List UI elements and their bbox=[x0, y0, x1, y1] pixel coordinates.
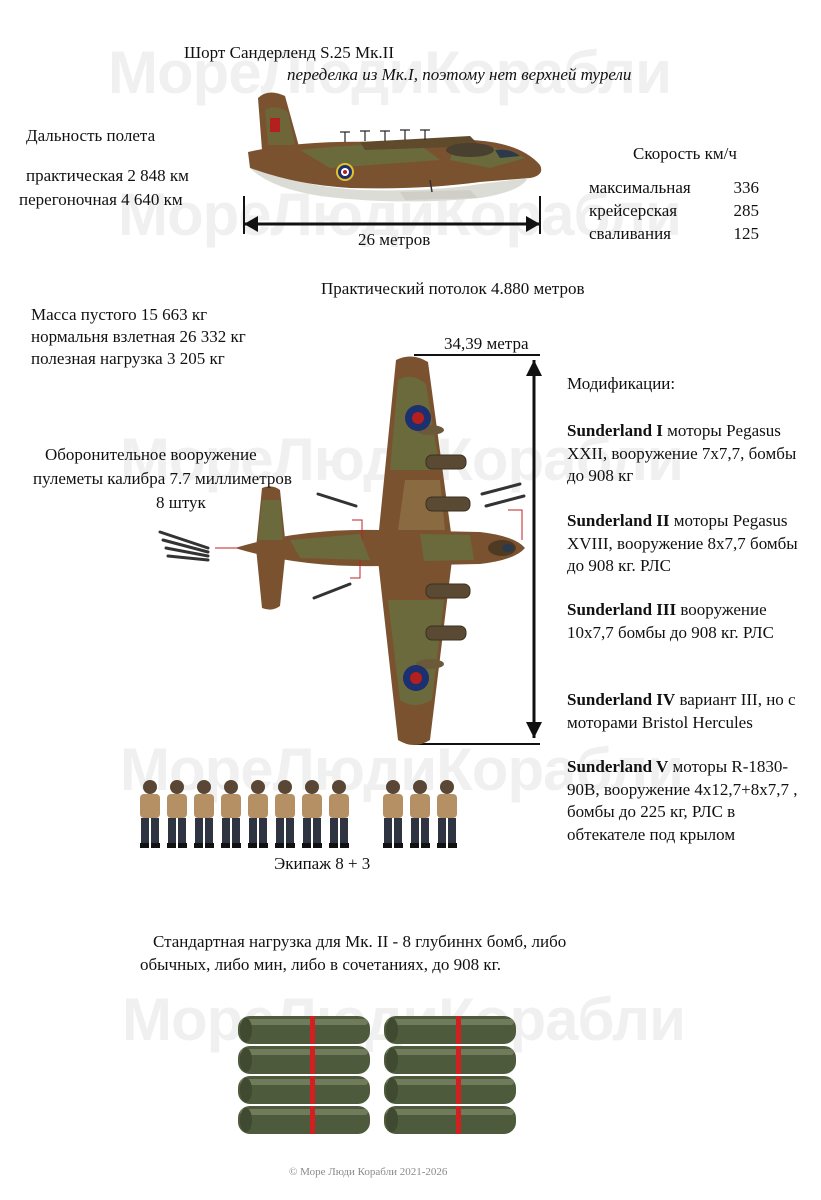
modification-item: Sunderland I моторы Pegasus XXII, вооруж… bbox=[567, 420, 817, 488]
modification-name: Sunderland V bbox=[567, 757, 669, 776]
speed-heading: Скорость км/ч bbox=[633, 144, 737, 163]
depth-charge-icon bbox=[384, 1076, 516, 1104]
machine-gun-icon bbox=[312, 482, 526, 600]
crew-member-icon bbox=[437, 780, 457, 848]
armament-line2: пулеметы калибра 7.7 миллиметров bbox=[33, 469, 292, 488]
crew-member-icon bbox=[302, 780, 322, 848]
range-practical: практическая 2 848 км bbox=[26, 166, 189, 185]
aircraft-side-view bbox=[243, 92, 542, 234]
machine-gun-icon bbox=[158, 530, 210, 562]
depth-charge-icon bbox=[384, 1046, 516, 1074]
armament-line3: 8 штук bbox=[156, 493, 206, 512]
crew-figures bbox=[140, 780, 457, 848]
copyright: © Море Люди Корабли 2021-2026 bbox=[289, 1166, 448, 1178]
depth-charge-icon bbox=[238, 1076, 370, 1104]
speed-label: сваливания bbox=[589, 224, 671, 243]
modification-item: Sunderland II моторы Pegasus XVIII, воор… bbox=[567, 510, 817, 578]
depth-charge-icon bbox=[238, 1106, 370, 1134]
modification-name: Sunderland III bbox=[567, 600, 677, 619]
wingspan-label: 34,39 метра bbox=[444, 334, 529, 353]
modification-desc: моторы Pegasus XVIII, вооружение 8х7,7 б… bbox=[567, 511, 798, 575]
depth-charge-icon bbox=[384, 1016, 516, 1044]
depth-charge-icon bbox=[238, 1016, 370, 1044]
modification-desc: вариант III, но с моторами Bristol Hercu… bbox=[567, 690, 796, 732]
modifications-heading: Модификации: bbox=[567, 374, 676, 393]
page-subtitle: переделка из Mк.I, поэтому нет верхней т… bbox=[287, 65, 632, 84]
crew-member-icon bbox=[383, 780, 403, 848]
modification-desc: моторы Pegasus XXII, вооружение 7х7,7, б… bbox=[567, 421, 797, 485]
modification-desc: вооружение 10х7,7 бомбы до 908 кг. РЛС bbox=[567, 600, 774, 642]
ceiling-label: Практический потолок 4.880 метров bbox=[321, 279, 585, 298]
mass-takeoff: нормальня взлетная 26 332 кг bbox=[31, 327, 246, 346]
modification-item: Sunderland V моторы R-1830-90B, вооружен… bbox=[567, 756, 817, 846]
modification-name: Sunderland IV bbox=[567, 690, 676, 709]
crew-member-icon bbox=[410, 780, 430, 848]
watermark: МореЛюдиКорабли bbox=[108, 39, 672, 106]
bomb-load-line1: Стандартная нагрузка для Мк. II - 8 глуб… bbox=[153, 932, 567, 951]
crew-member-icon bbox=[140, 780, 160, 848]
roundel-icon bbox=[403, 665, 429, 691]
depth-charge-icon bbox=[238, 1046, 370, 1074]
crew-member-icon bbox=[194, 780, 214, 848]
length-label: 26 метров bbox=[358, 230, 431, 249]
crew-member-icon bbox=[167, 780, 187, 848]
roundel-icon bbox=[405, 405, 431, 431]
range-ferry: перегоночная 4 640 км bbox=[19, 190, 183, 209]
modification-name: Sunderland II bbox=[567, 511, 670, 530]
speed-row: сваливания 125 bbox=[589, 223, 759, 245]
speed-table: максимальная 336 крейсерская 285 сваливани… bbox=[589, 177, 759, 245]
modification-name: Sunderland I bbox=[567, 421, 663, 440]
speed-value: 125 bbox=[733, 224, 760, 243]
speed-value: 285 bbox=[733, 201, 760, 220]
range-heading: Дальность полета bbox=[26, 126, 156, 145]
depth-charge-icon bbox=[384, 1106, 516, 1134]
speed-row: крейсерская 285 bbox=[589, 200, 759, 222]
armament-line1: Оборонительное вооружение bbox=[45, 445, 257, 464]
aircraft-top-view bbox=[158, 354, 542, 745]
mass-payload: полезная нагрузка 3 205 кг bbox=[31, 349, 225, 368]
crew-member-icon bbox=[248, 780, 268, 848]
page-title: Шорт Сандерленд S.25 Мк.II bbox=[184, 43, 394, 62]
bomb-load-line2: обычных, либо мин, либо в сочетаниях, до… bbox=[140, 955, 501, 974]
speed-label: крейсерская bbox=[589, 201, 678, 220]
watermark: МореЛюдиКорабли bbox=[120, 736, 684, 803]
speed-value: 336 bbox=[733, 178, 760, 197]
modification-item: Sunderland IV вариант III, но с моторами… bbox=[567, 689, 817, 734]
crew-member-icon bbox=[221, 780, 241, 848]
crew-member-icon bbox=[275, 780, 295, 848]
crew-member-icon bbox=[329, 780, 349, 848]
crew-label: Экипаж 8 + 3 bbox=[274, 854, 371, 873]
speed-row: максимальная 336 bbox=[589, 177, 759, 199]
modification-desc: моторы R-1830-90B, вооружение 4х12,7+8х7… bbox=[567, 757, 798, 844]
modification-item: Sunderland III вооружение 10х7,7 бомбы д… bbox=[567, 599, 817, 644]
mass-empty: Масса пустого 15 663 кг bbox=[31, 305, 208, 324]
speed-label: максимальная bbox=[589, 178, 691, 197]
